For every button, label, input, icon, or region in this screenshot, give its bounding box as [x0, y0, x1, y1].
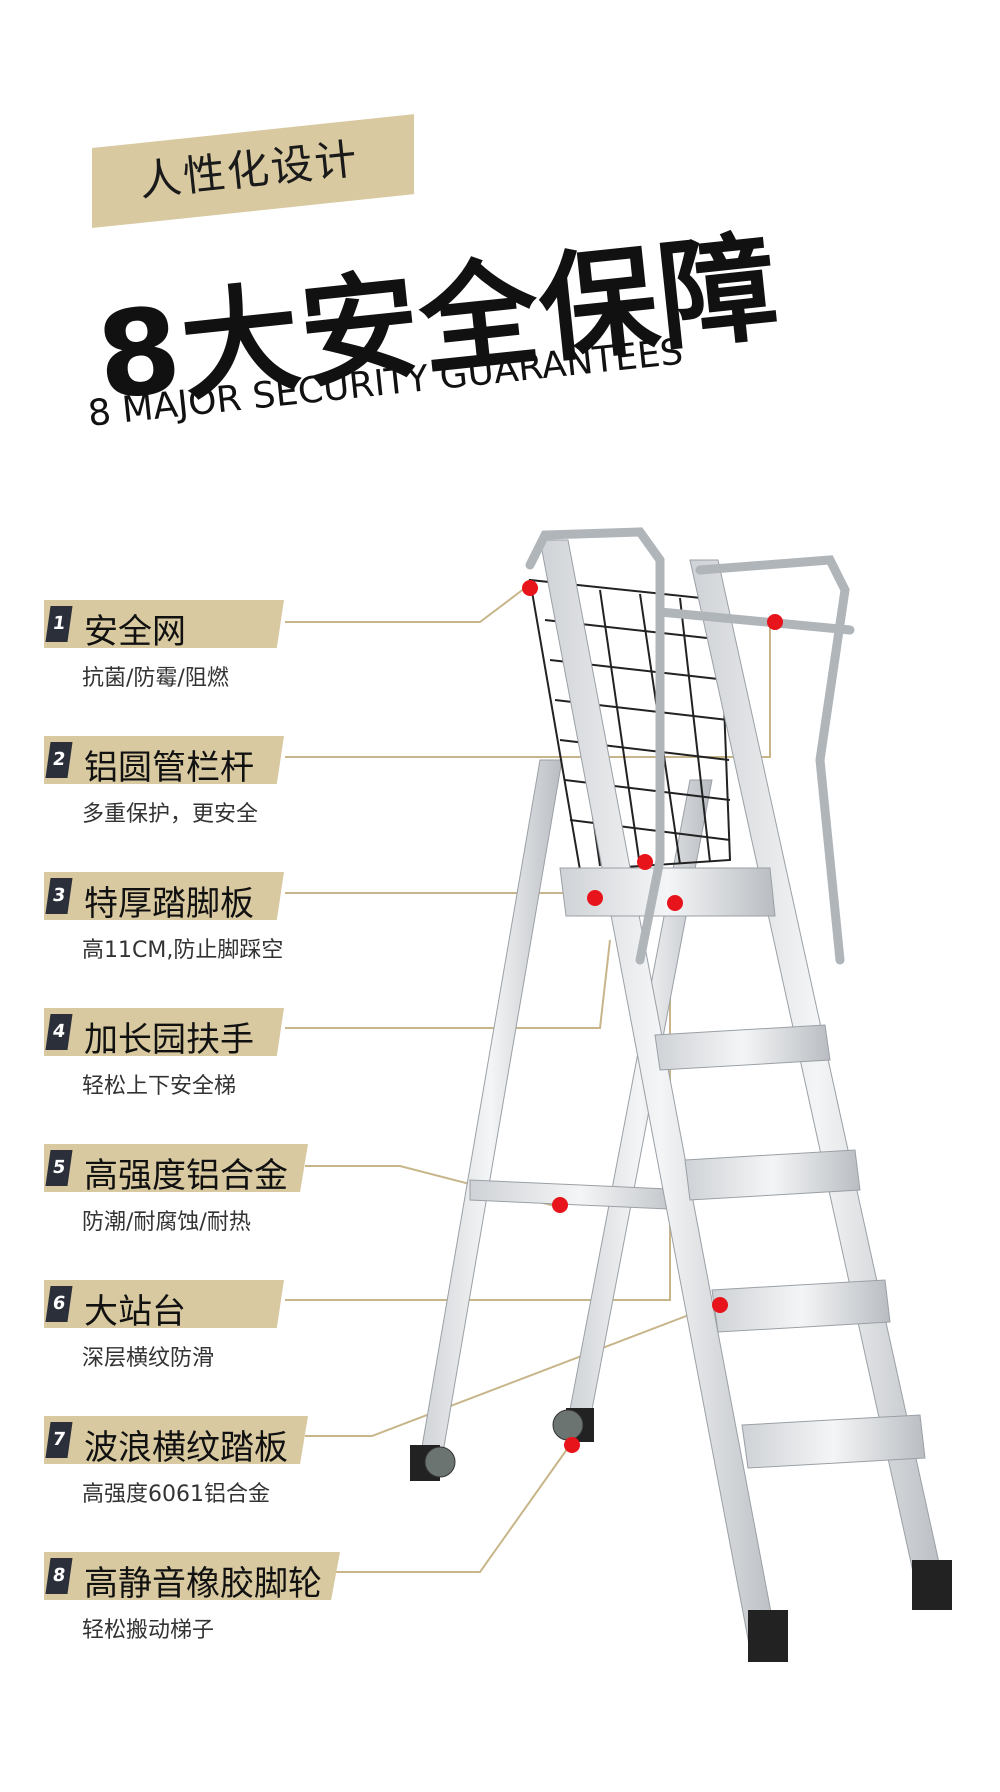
rear-frame	[417, 759, 713, 1471]
front-frame	[539, 539, 946, 1661]
feature-desc: 轻松上下安全梯	[82, 1074, 237, 1099]
feature-5: 5 高强度铝合金 防潮/耐腐蚀/耐热	[44, 1134, 364, 1244]
feet-wheels	[410, 1408, 952, 1662]
label-bar	[44, 600, 284, 648]
feature-4: 4 加长园扶手 轻松上下安全梯	[44, 998, 364, 1108]
markers	[522, 580, 783, 1453]
feature-3: 3 特厚踏脚板 高11CM,防止脚踩空	[44, 862, 364, 972]
label-bar	[44, 1280, 284, 1328]
feature-desc: 轻松搬动梯子	[82, 1618, 215, 1643]
feature-title: 加长园扶手	[84, 1020, 254, 1060]
label-bar	[44, 872, 284, 920]
handrails	[525, 527, 855, 965]
feature-2: 2 铝圆管栏杆 多重保护，更安全	[44, 726, 364, 836]
feature-title: 高强度铝合金	[84, 1156, 288, 1196]
feature-8: 8 高静音橡胶脚轮 轻松搬动梯子	[44, 1542, 364, 1652]
feature-desc: 深层横纹防滑	[82, 1346, 215, 1371]
feature-title: 安全网	[84, 612, 186, 652]
header: 人性化设计 8大安全保障 8 MAJOR SECURITY GUARANTEES	[0, 0, 1000, 470]
feature-title: 大站台	[84, 1292, 186, 1332]
label-bar	[44, 1416, 308, 1464]
feature-title: 高静音橡胶脚轮	[84, 1564, 322, 1604]
label-bar	[44, 1008, 284, 1056]
feature-desc: 高11CM,防止脚踩空	[82, 938, 284, 963]
label-bar	[44, 736, 284, 784]
feature-6: 6 大站台 深层横纹防滑	[44, 1270, 364, 1380]
feature-7: 7 波浪横纹踏板 高强度6061铝合金	[44, 1406, 364, 1516]
label-bar	[44, 1552, 340, 1600]
feature-desc: 高强度6061铝合金	[82, 1482, 270, 1507]
safety-net	[528, 578, 732, 872]
label-bar	[44, 1144, 308, 1192]
feature-title: 特厚踏脚板	[84, 884, 254, 924]
feature-1: 1 安全网 抗菌/防霉/阻燃	[44, 590, 364, 700]
feature-title: 波浪横纹踏板	[84, 1428, 288, 1468]
feature-desc: 抗菌/防霉/阻燃	[82, 666, 229, 691]
feature-desc: 防潮/耐腐蚀/耐热	[82, 1210, 251, 1235]
feature-desc: 多重保护，更安全	[82, 802, 259, 827]
feature-title: 铝圆管栏杆	[84, 748, 254, 788]
